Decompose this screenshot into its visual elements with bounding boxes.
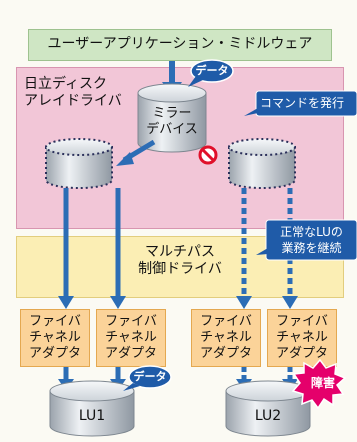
continue-business-callout xyxy=(256,219,357,261)
application-layer-label: ユーザーアプリケーション・ミドルウェア xyxy=(47,36,313,52)
mirror-device-label: ミラー デバイス xyxy=(146,106,198,137)
fibre-channel-adapter-3: ファイバ チャネル アダプタ xyxy=(191,309,261,367)
data-callout-bottom-label: データ xyxy=(133,370,167,383)
arrow-mirror-to-volume xyxy=(116,139,156,166)
continue-business-label: 正常なLUの 業務を継続 xyxy=(280,225,343,255)
failure-label: 障害 xyxy=(310,376,335,390)
data-callout-top xyxy=(188,59,234,87)
path-arrow-3 xyxy=(236,188,252,309)
left-volume-cylinder xyxy=(45,138,113,189)
multipath-driver-label: マルチパス 制御ドライバ xyxy=(138,244,222,277)
fibre-channel-adapter-4: ファイバ チャネル アダプタ xyxy=(267,309,337,367)
right-volume-cylinder xyxy=(228,138,296,189)
lu2-cylinder xyxy=(225,380,311,437)
data-callout-top-label: データ xyxy=(195,64,229,77)
fibre-channel-adapter-2: ファイバ チャネル アダプタ xyxy=(96,309,166,367)
issue-command-label: コマンドを発行 xyxy=(260,96,345,110)
lu2-label: LU2 xyxy=(254,408,282,424)
data-callout-bottom xyxy=(123,365,172,391)
issue-command-callout xyxy=(244,90,357,117)
mirror-device-cylinder xyxy=(137,83,207,153)
disk-array-driver-label: 日立ディスク アレイドライバ xyxy=(24,76,122,109)
lu1-cylinder xyxy=(49,380,135,437)
application-layer-box xyxy=(28,29,332,61)
fibre-channel-adapter-1: ファイバ チャネル アダプタ xyxy=(20,309,90,367)
prohibited-icon xyxy=(198,145,218,165)
lu1-label: LU1 xyxy=(78,408,106,424)
failure-burst-icon xyxy=(291,358,347,410)
path-arrow-1 xyxy=(58,188,74,309)
path-arrow-2 xyxy=(110,188,126,309)
